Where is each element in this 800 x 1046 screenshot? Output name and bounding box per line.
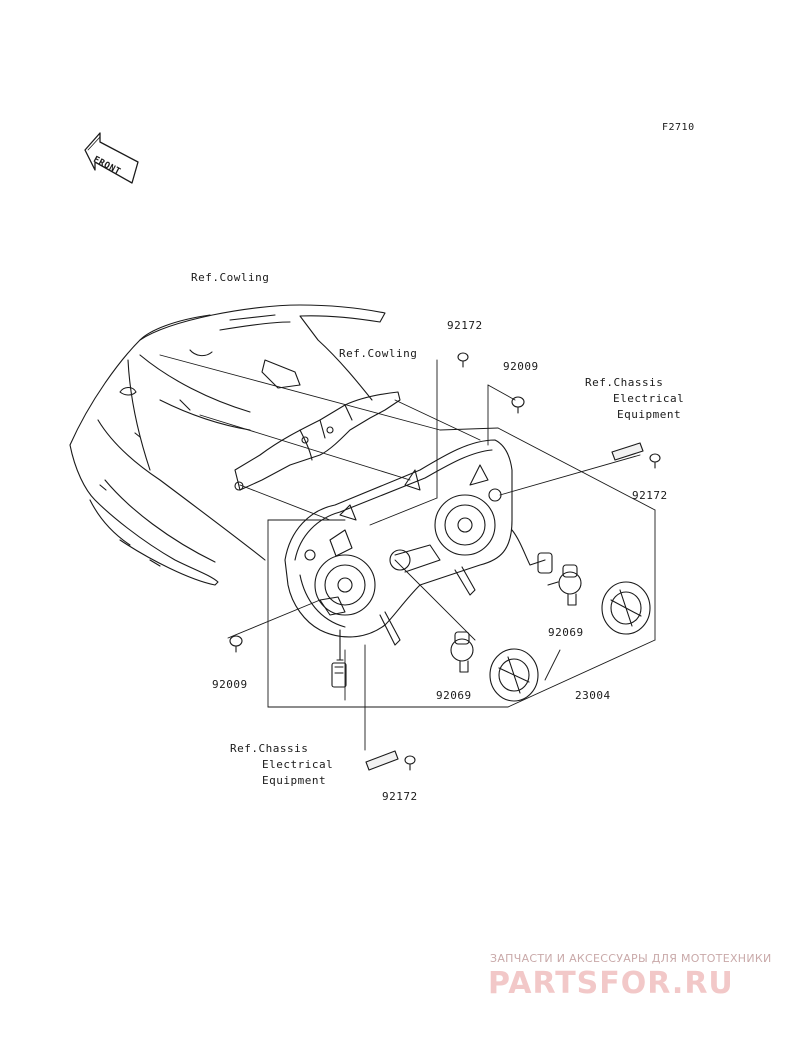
cowling-outline — [69, 304, 386, 586]
headlight-housing — [284, 439, 553, 688]
bolt-92009-left — [229, 635, 243, 653]
ref-chassis-bottom-line-2: Electrical — [262, 758, 334, 771]
bulb-92069-right — [547, 564, 582, 606]
bulb-cap-bottom — [489, 648, 539, 702]
bolt-92009-top — [511, 396, 525, 414]
ref-chassis-right-line-2: Electrical — [613, 392, 685, 405]
watermark-logo: PARTSFOR.RU — [488, 966, 734, 1001]
ref-chassis-right-line-3: Equipment — [617, 408, 682, 421]
bulb-cap-right — [601, 581, 651, 635]
screw-92172-top — [457, 352, 469, 368]
screw-92172-bottom — [404, 755, 416, 771]
watermark-tagline: ЗАПЧАСТИ И АКСЕССУАРЫ ДЛЯ МОТОТЕХНИКИ — [490, 952, 772, 965]
ref-cowling-label-1: Ref.Cowling — [191, 271, 270, 284]
ref-cowling-label-2: Ref.Cowling — [339, 347, 418, 360]
headlight-stay — [234, 359, 401, 491]
part-number-92009-top: 92009 — [503, 360, 539, 373]
part-number-92069-bottom: 92069 — [436, 689, 472, 702]
ref-chassis-bottom-line-3: Equipment — [262, 774, 327, 787]
bulb-92069-bottom — [450, 631, 474, 673]
part-number-92172-right: 92172 — [632, 489, 668, 502]
diagram-code: F2710 — [662, 122, 695, 133]
chassis-tag-bottom — [365, 750, 399, 771]
chassis-tag-right — [611, 442, 644, 461]
part-number-92172-top: 92172 — [447, 319, 483, 332]
front-arrow-icon — [84, 132, 139, 184]
ref-chassis-bottom-line-1: Ref.Chassis — [230, 742, 309, 755]
leader-lines — [159, 354, 656, 751]
part-number-23004: 23004 — [575, 689, 611, 702]
ref-chassis-right-line-1: Ref.Chassis — [585, 376, 664, 389]
part-number-92069-right: 92069 — [548, 626, 584, 639]
screw-92172-right — [649, 453, 661, 469]
part-number-92009-left: 92009 — [212, 678, 248, 691]
part-number-92172-bottom: 92172 — [382, 790, 418, 803]
